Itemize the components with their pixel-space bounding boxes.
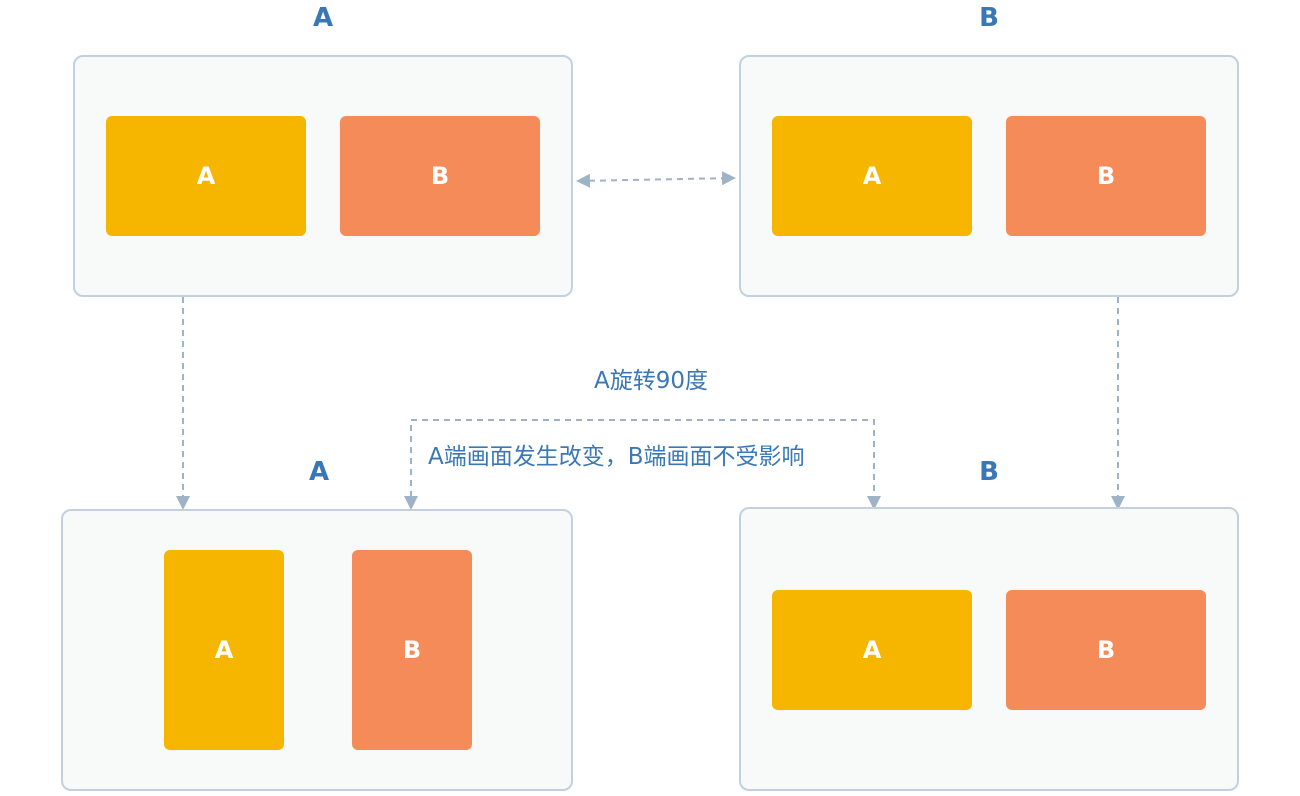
bottom-right-panel: A B xyxy=(739,507,1239,791)
bottom-left-title: A xyxy=(308,457,330,487)
result-annotation: A端画面发生改变，B端画面不受影响 xyxy=(428,444,805,470)
top-left-tile-a: A xyxy=(106,116,306,236)
top-right-tile-a: A xyxy=(772,116,972,236)
top-right-panel: A B xyxy=(739,55,1239,297)
bottom-left-tile-b: B xyxy=(352,550,472,750)
top-right-tile-b: B xyxy=(1006,116,1206,236)
top-right-title: B xyxy=(979,3,999,33)
top-left-tile-b: B xyxy=(340,116,540,236)
bottom-left-tile-a: A xyxy=(164,550,284,750)
bottom-right-tile-a: A xyxy=(772,590,972,710)
rotation-annotation: A旋转90度 xyxy=(594,368,709,394)
top-left-title: A xyxy=(312,3,334,33)
bottom-right-tile-b: B xyxy=(1006,590,1206,710)
bottom-left-panel: A B xyxy=(61,509,573,791)
sync-arrow xyxy=(576,171,736,188)
top-left-panel: A B xyxy=(73,55,573,297)
bottom-right-title: B xyxy=(979,457,999,487)
